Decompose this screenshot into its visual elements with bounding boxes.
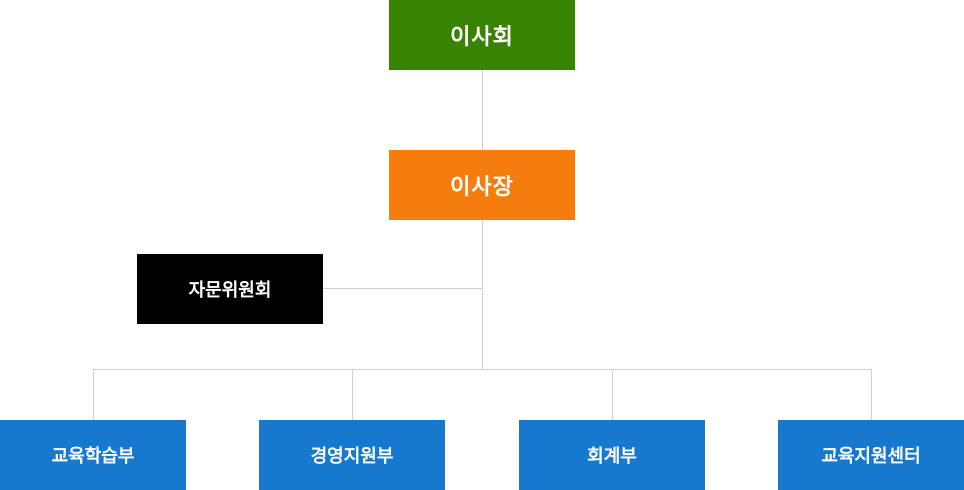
connector-dept-1	[93, 369, 94, 420]
connector-board-chairman	[482, 70, 483, 150]
department-label: 교육학습부	[51, 446, 135, 467]
department-node-accounting: 회계부	[519, 420, 705, 490]
department-label: 회계부	[587, 446, 637, 467]
connector-dept-3	[612, 369, 613, 420]
board-label: 이사회	[450, 25, 514, 50]
chairman-label: 이사장	[450, 175, 514, 200]
department-node-management-support: 경영지원부	[259, 420, 445, 490]
advisory-committee-node: 자문위원회	[137, 254, 323, 324]
connector-department-bus	[93, 369, 872, 370]
chairman-node: 이사장	[389, 150, 575, 220]
connector-dept-2	[352, 369, 353, 420]
board-node: 이사회	[389, 0, 575, 70]
department-label: 교육지원센터	[821, 446, 921, 467]
connector-dept-4	[871, 369, 872, 420]
advisory-committee-label: 자문위원회	[188, 280, 272, 301]
connector-chairman-trunk	[482, 220, 483, 369]
department-node-education-support-center: 교육지원센터	[778, 420, 964, 490]
department-label: 경영지원부	[310, 446, 394, 467]
connector-advisory-branch	[323, 288, 483, 289]
department-node-education-learning: 교육학습부	[0, 420, 186, 490]
